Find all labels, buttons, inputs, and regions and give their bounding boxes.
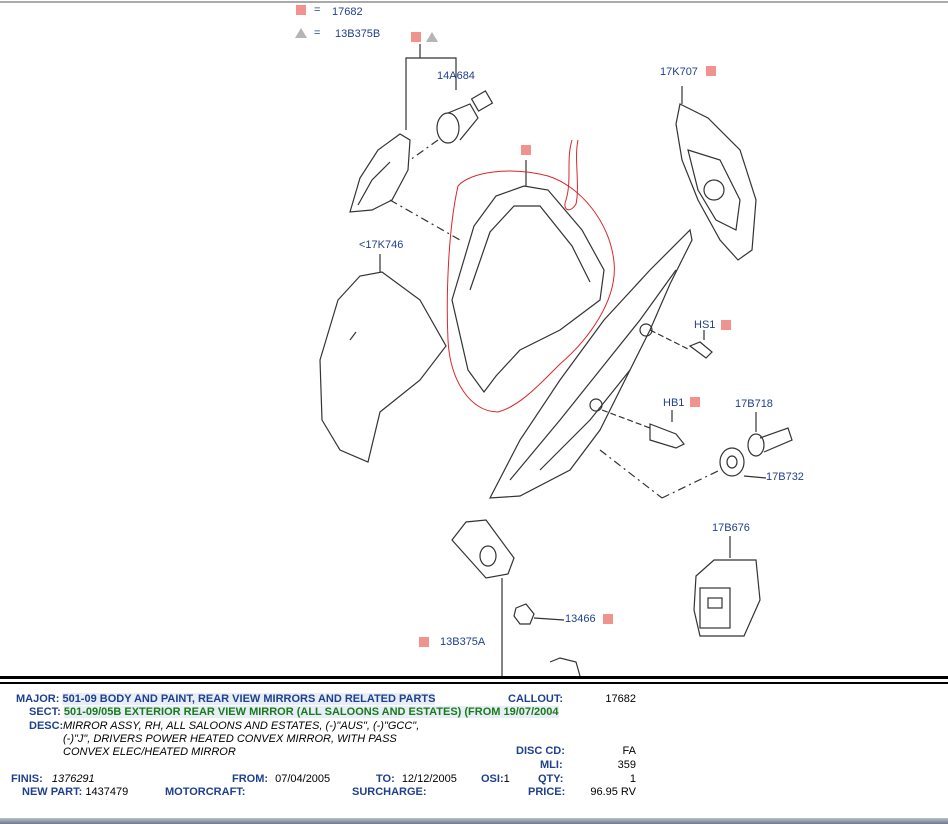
- motorcraft-row: MOTORCRAFT:: [165, 786, 245, 799]
- desc-line-3: CONVEX ELEC/HEATED MIRROR: [63, 746, 236, 758]
- surcharge-label: SURCHARGE:: [352, 786, 427, 798]
- newpart-row: NEW PART: 1437479: [22, 786, 128, 799]
- legend-triangle-marker: [295, 28, 307, 38]
- finis-value: 1376291: [51, 773, 95, 785]
- marker-square: [706, 66, 716, 76]
- sect-value: 501-09/05B EXTERIOR REAR VIEW MIRROR (AL…: [63, 706, 559, 718]
- price-value-wrap: 96.95 RV: [580, 786, 636, 799]
- finis-row: FINIS: 1376291: [11, 773, 95, 786]
- divider: [0, 682, 948, 684]
- sect-label: SECT:: [29, 706, 61, 718]
- mli-value-wrap: 359: [600, 759, 636, 772]
- price-value: 96.95 RV: [590, 786, 636, 798]
- to-label: TO:: [376, 773, 395, 785]
- sect-row: SECT: 501-09/05B EXTERIOR REAR VIEW MIRR…: [29, 706, 559, 719]
- to-row: TO: 12/12/2005: [376, 773, 457, 786]
- osi-label: OSI:: [481, 773, 504, 785]
- marker-square: [603, 614, 613, 624]
- callout-14a684[interactable]: 14A684: [437, 70, 475, 82]
- callout-17b718[interactable]: 17B718: [735, 398, 773, 410]
- legend-square-code: 17682: [332, 6, 363, 18]
- callout-17b676[interactable]: 17B676: [712, 522, 750, 534]
- part-info-panel: MAJOR: 501-09 BODY AND PAINT, REAR VIEW …: [0, 676, 948, 824]
- window-bottom-edge: [0, 818, 948, 824]
- newpart-label: NEW PART:: [22, 786, 83, 798]
- desc-line-1: MIRROR ASSY, RH, ALL SALOONS AND ESTATES…: [63, 720, 420, 732]
- qty-value: 1: [629, 773, 636, 785]
- callout-hb1[interactable]: HB1: [663, 397, 685, 409]
- from-row: FROM: 07/04/2005: [232, 773, 330, 786]
- to-value: 12/12/2005: [401, 773, 457, 785]
- callout-value: 17682: [605, 693, 636, 705]
- callout-13466[interactable]: 13466: [565, 613, 596, 625]
- legend-equals-2: =: [314, 27, 321, 39]
- qty-value-wrap: 1: [600, 773, 636, 786]
- legend-equals-1: =: [314, 4, 321, 16]
- from-value: 07/04/2005: [275, 773, 331, 785]
- finis-label: FINIS:: [11, 773, 43, 785]
- callout-13b375a[interactable]: 13B375A: [440, 636, 486, 648]
- legend-triangle-code: 13B375B: [335, 28, 381, 40]
- newpart-value: 1437479: [85, 786, 129, 798]
- marker-square: [690, 397, 700, 407]
- callout-17k746[interactable]: <17K746: [359, 239, 404, 251]
- from-label: FROM:: [232, 773, 269, 785]
- desc-line-2: (-)"J", DRIVERS POWER HEATED CONVEX MIRR…: [63, 733, 397, 745]
- marker-square: [521, 145, 531, 155]
- surcharge-row: SURCHARGE:: [352, 786, 427, 799]
- marker-square: [721, 320, 731, 330]
- desc-row: DESC:: [29, 720, 63, 733]
- disccd-label: DISC CD:: [516, 745, 565, 757]
- price-row: PRICE:: [528, 786, 565, 799]
- marker-square: [419, 637, 429, 647]
- marker-triangle: [426, 32, 438, 42]
- callout-row: CALLOUT:: [508, 693, 563, 706]
- major-value: 501-09 BODY AND PAINT, REAR VIEW MIRRORS…: [62, 693, 436, 705]
- price-label: PRICE:: [528, 786, 566, 798]
- major-label: MAJOR:: [16, 693, 60, 705]
- parts-diagram: = 17682 = 13B375B 14A684 17K707 <17K746 …: [0, 1, 948, 676]
- marker-square: [411, 32, 421, 42]
- mli-row: MLI:: [540, 759, 563, 772]
- callout-17k707[interactable]: 17K707: [660, 66, 698, 78]
- qty-label: QTY:: [538, 773, 564, 785]
- disccd-value-wrap: FA: [600, 745, 636, 758]
- motorcraft-label: MOTORCRAFT:: [165, 786, 246, 798]
- mli-value: 359: [617, 759, 636, 771]
- qty-row: QTY:: [538, 773, 563, 786]
- osi-row: OSI:1: [481, 773, 510, 786]
- callout-value-wrap: 17682: [600, 693, 636, 706]
- callout-hs1[interactable]: HS1: [694, 319, 716, 331]
- callout-17b732[interactable]: 17B732: [766, 471, 804, 483]
- osi-value: 1: [503, 773, 510, 785]
- disccd-value: FA: [622, 745, 636, 757]
- exploded-view-drawing: [0, 1, 948, 676]
- disccd-row: DISC CD:: [516, 745, 565, 758]
- mli-label: MLI:: [540, 759, 563, 771]
- callout-label: CALLOUT:: [508, 693, 563, 705]
- major-row: MAJOR: 501-09 BODY AND PAINT, REAR VIEW …: [16, 693, 436, 706]
- legend-square-marker: [296, 5, 306, 15]
- desc-label: DESC:: [29, 720, 64, 732]
